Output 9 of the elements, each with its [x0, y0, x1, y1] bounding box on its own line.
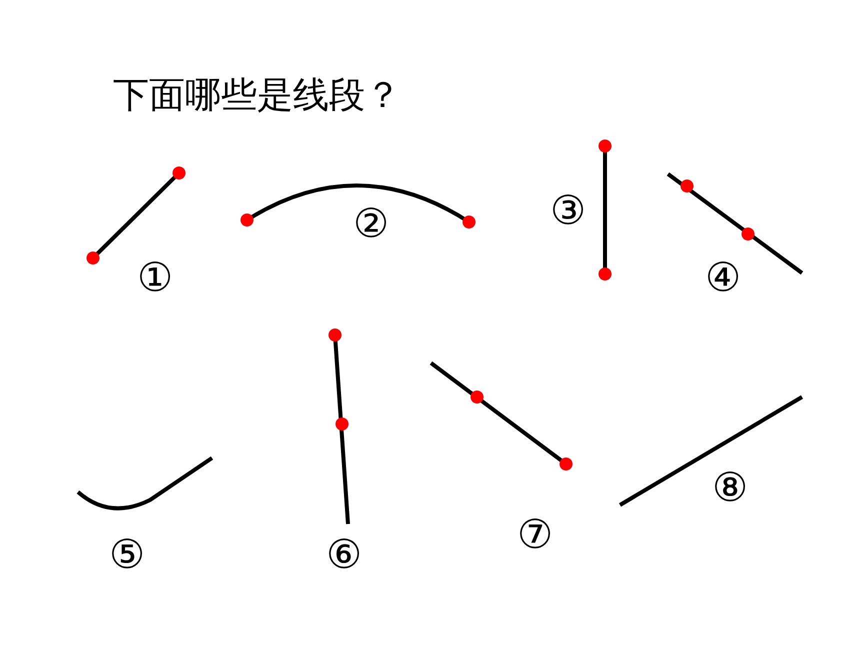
figure-number: ⑦ [517, 515, 553, 555]
figure-number: ⑧ [712, 468, 748, 508]
figure-number: ④ [705, 258, 741, 298]
figure-number: ② [353, 204, 389, 244]
title: 下面哪些是线段？ [113, 78, 401, 114]
figure-number: ① [137, 258, 173, 298]
figure-number: ⑤ [109, 535, 145, 575]
figure-number: ⑥ [326, 535, 362, 575]
figure-number: ③ [550, 191, 586, 231]
